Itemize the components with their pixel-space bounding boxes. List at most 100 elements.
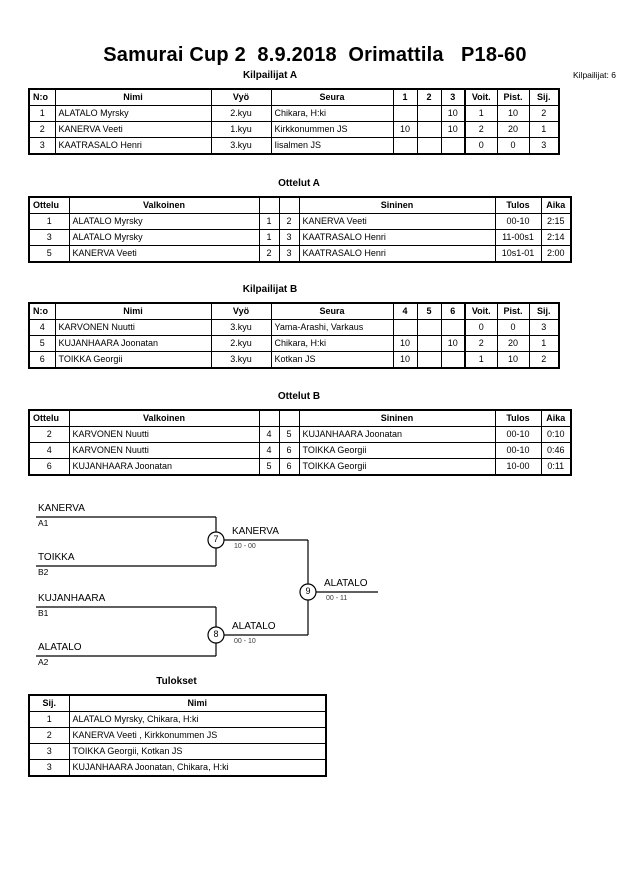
entrant-count: Kilpailijat: 6 [573, 70, 616, 80]
table-row: 3 TOIKKA Georgii, Kotkan JS [28, 743, 327, 760]
col-rank: Sij. [528, 88, 560, 106]
cell-time: 0:46 [540, 442, 572, 459]
cell-club: Kotkan JS [270, 351, 394, 369]
cell-time: 2:14 [540, 229, 572, 246]
cell-white: ALATALO Myrsky [68, 213, 260, 230]
cell-blue-no: 6 [278, 442, 300, 459]
cell-belt: 3.kyu [210, 351, 272, 369]
cell-m2 [416, 105, 442, 122]
col-m3: 6 [440, 302, 466, 320]
table-row: 2 KANERVA Veeti 1.kyu Kirkkonummen JS 10… [28, 121, 560, 138]
page-title: Samurai Cup 2 8.9.2018 Orimattila P18-60 [103, 44, 527, 66]
bracket-lines [36, 516, 378, 657]
cell-white-no: 1 [258, 213, 280, 230]
col-belt: Vyö [210, 302, 272, 320]
cell-no: 4 [28, 319, 56, 336]
bracket-slot-name: KANERVA [38, 503, 85, 514]
cell-match-no: 6 [28, 458, 70, 476]
col-no: N:o [28, 302, 56, 320]
cell-blue: KAATRASALO Henri [298, 245, 496, 263]
cell-no: 6 [28, 351, 56, 369]
cell-name: ALATALO Myrsky [54, 105, 212, 122]
cell-time: 0:11 [540, 458, 572, 476]
cell-name: ALATALO Myrsky, Chikara, H:ki [68, 711, 327, 728]
cell-blue-no: 3 [278, 245, 300, 263]
col-time: Aika [540, 409, 572, 427]
cell-blue: TOIKKA Georgii [298, 458, 496, 476]
cell-result: 00-10 [494, 426, 542, 443]
cell-m1: 10 [392, 335, 418, 352]
table-row: 1 ALATALO Myrsky 1 2 KANERVA Veeti 00-10… [28, 213, 572, 230]
cell-club: Kirkkonummen JS [270, 121, 394, 138]
col-m2: 2 [416, 88, 442, 106]
bracket-slot-seed: B2 [38, 567, 49, 577]
caption-matches-a: Ottelut A [278, 178, 320, 189]
col-blue-no [278, 409, 300, 427]
cell-white: ALATALO Myrsky [68, 229, 260, 246]
cell-white-no: 2 [258, 245, 280, 263]
table-header-row: N:o Nimi Vyö Seura 4 5 6 Voit. Pist. Sij… [28, 302, 560, 320]
cell-no: 5 [28, 335, 56, 352]
cell-name: KUJANHAARA Joonatan [54, 335, 212, 352]
cell-rank: 1 [28, 711, 70, 728]
cell-m2 [416, 335, 442, 352]
cell-wins: 0 [464, 319, 498, 336]
cell-match-no: 3 [28, 229, 70, 246]
table-row: 1 ALATALO Myrsky 2.kyu Chikara, H:ki 10 … [28, 105, 560, 122]
cell-m3: 10 [440, 335, 466, 352]
cell-wins: 2 [464, 121, 498, 138]
cell-blue: TOIKKA Georgii [298, 442, 496, 459]
col-m1: 4 [392, 302, 418, 320]
table-row: 4 KARVONEN Nuutti 3.kyu Yama-Arashi, Var… [28, 319, 560, 336]
col-white-no [258, 196, 280, 214]
cell-blue: KUJANHAARA Joonatan [298, 426, 496, 443]
cell-m2 [416, 137, 442, 155]
cell-m3 [440, 137, 466, 155]
pool-a-table: N:o Nimi Vyö Seura 1 2 3 Voit. Pist. Sij… [28, 88, 560, 155]
cell-result: 00-10 [494, 442, 542, 459]
col-time: Aika [540, 196, 572, 214]
cell-rank: 2 [528, 105, 560, 122]
col-blue: Sininen [298, 409, 496, 427]
bracket-winner-name: ALATALO [232, 621, 276, 632]
col-blue-no [278, 196, 300, 214]
cell-match-no: 2 [28, 426, 70, 443]
caption-results: Tulokset [156, 676, 197, 687]
bracket-winner-score: 10 - 00 [234, 543, 256, 550]
caption-pool-a: Kilpailijat A [242, 70, 298, 81]
table-row: 5 KUJANHAARA Joonatan 2.kyu Chikara, H:k… [28, 335, 560, 352]
cell-name: TOIKKA Georgii [54, 351, 212, 369]
cell-white-no: 4 [258, 442, 280, 459]
pool-b-table: N:o Nimi Vyö Seura 4 5 6 Voit. Pist. Sij… [28, 302, 560, 369]
cell-belt: 3.kyu [210, 319, 272, 336]
col-name: Nimi [54, 302, 212, 320]
matches-a-table: Ottelu Valkoinen Sininen Tulos Aika 1 AL… [28, 196, 572, 263]
cell-m1: 10 [392, 351, 418, 369]
col-club: Seura [270, 88, 394, 106]
cell-points: 0 [496, 137, 530, 155]
col-match-no: Ottelu [28, 409, 70, 427]
table-row: 6 KUJANHAARA Joonatan 5 6 TOIKKA Georgii… [28, 458, 572, 476]
cell-result: 10-00 [494, 458, 542, 476]
col-m2: 5 [416, 302, 442, 320]
table-row: 5 KANERVA Veeti 2 3 KAATRASALO Henri 10s… [28, 245, 572, 263]
col-white: Valkoinen [68, 409, 260, 427]
cell-m1 [392, 105, 418, 122]
cell-name: KARVONEN Nuutti [54, 319, 212, 336]
cell-points: 10 [496, 105, 530, 122]
cell-rank: 3 [528, 319, 560, 336]
bracket-slot-seed: A1 [38, 518, 49, 528]
cell-no: 1 [28, 105, 56, 122]
cell-result: 11-00s1 [494, 229, 542, 246]
elimination-bracket: 7 8 9 KANERVA A1 TOIKKA B2 KUJANHAARA B1… [0, 495, 630, 670]
cell-m1 [392, 319, 418, 336]
cell-white-no: 4 [258, 426, 280, 443]
col-blue: Sininen [298, 196, 496, 214]
cell-name: TOIKKA Georgii, Kotkan JS [68, 743, 327, 760]
col-club: Seura [270, 302, 394, 320]
cell-wins: 2 [464, 335, 498, 352]
col-name: Nimi [54, 88, 212, 106]
cell-no: 3 [28, 137, 56, 155]
bracket-champion-name: ALATALO [324, 578, 368, 589]
cell-points: 20 [496, 121, 530, 138]
